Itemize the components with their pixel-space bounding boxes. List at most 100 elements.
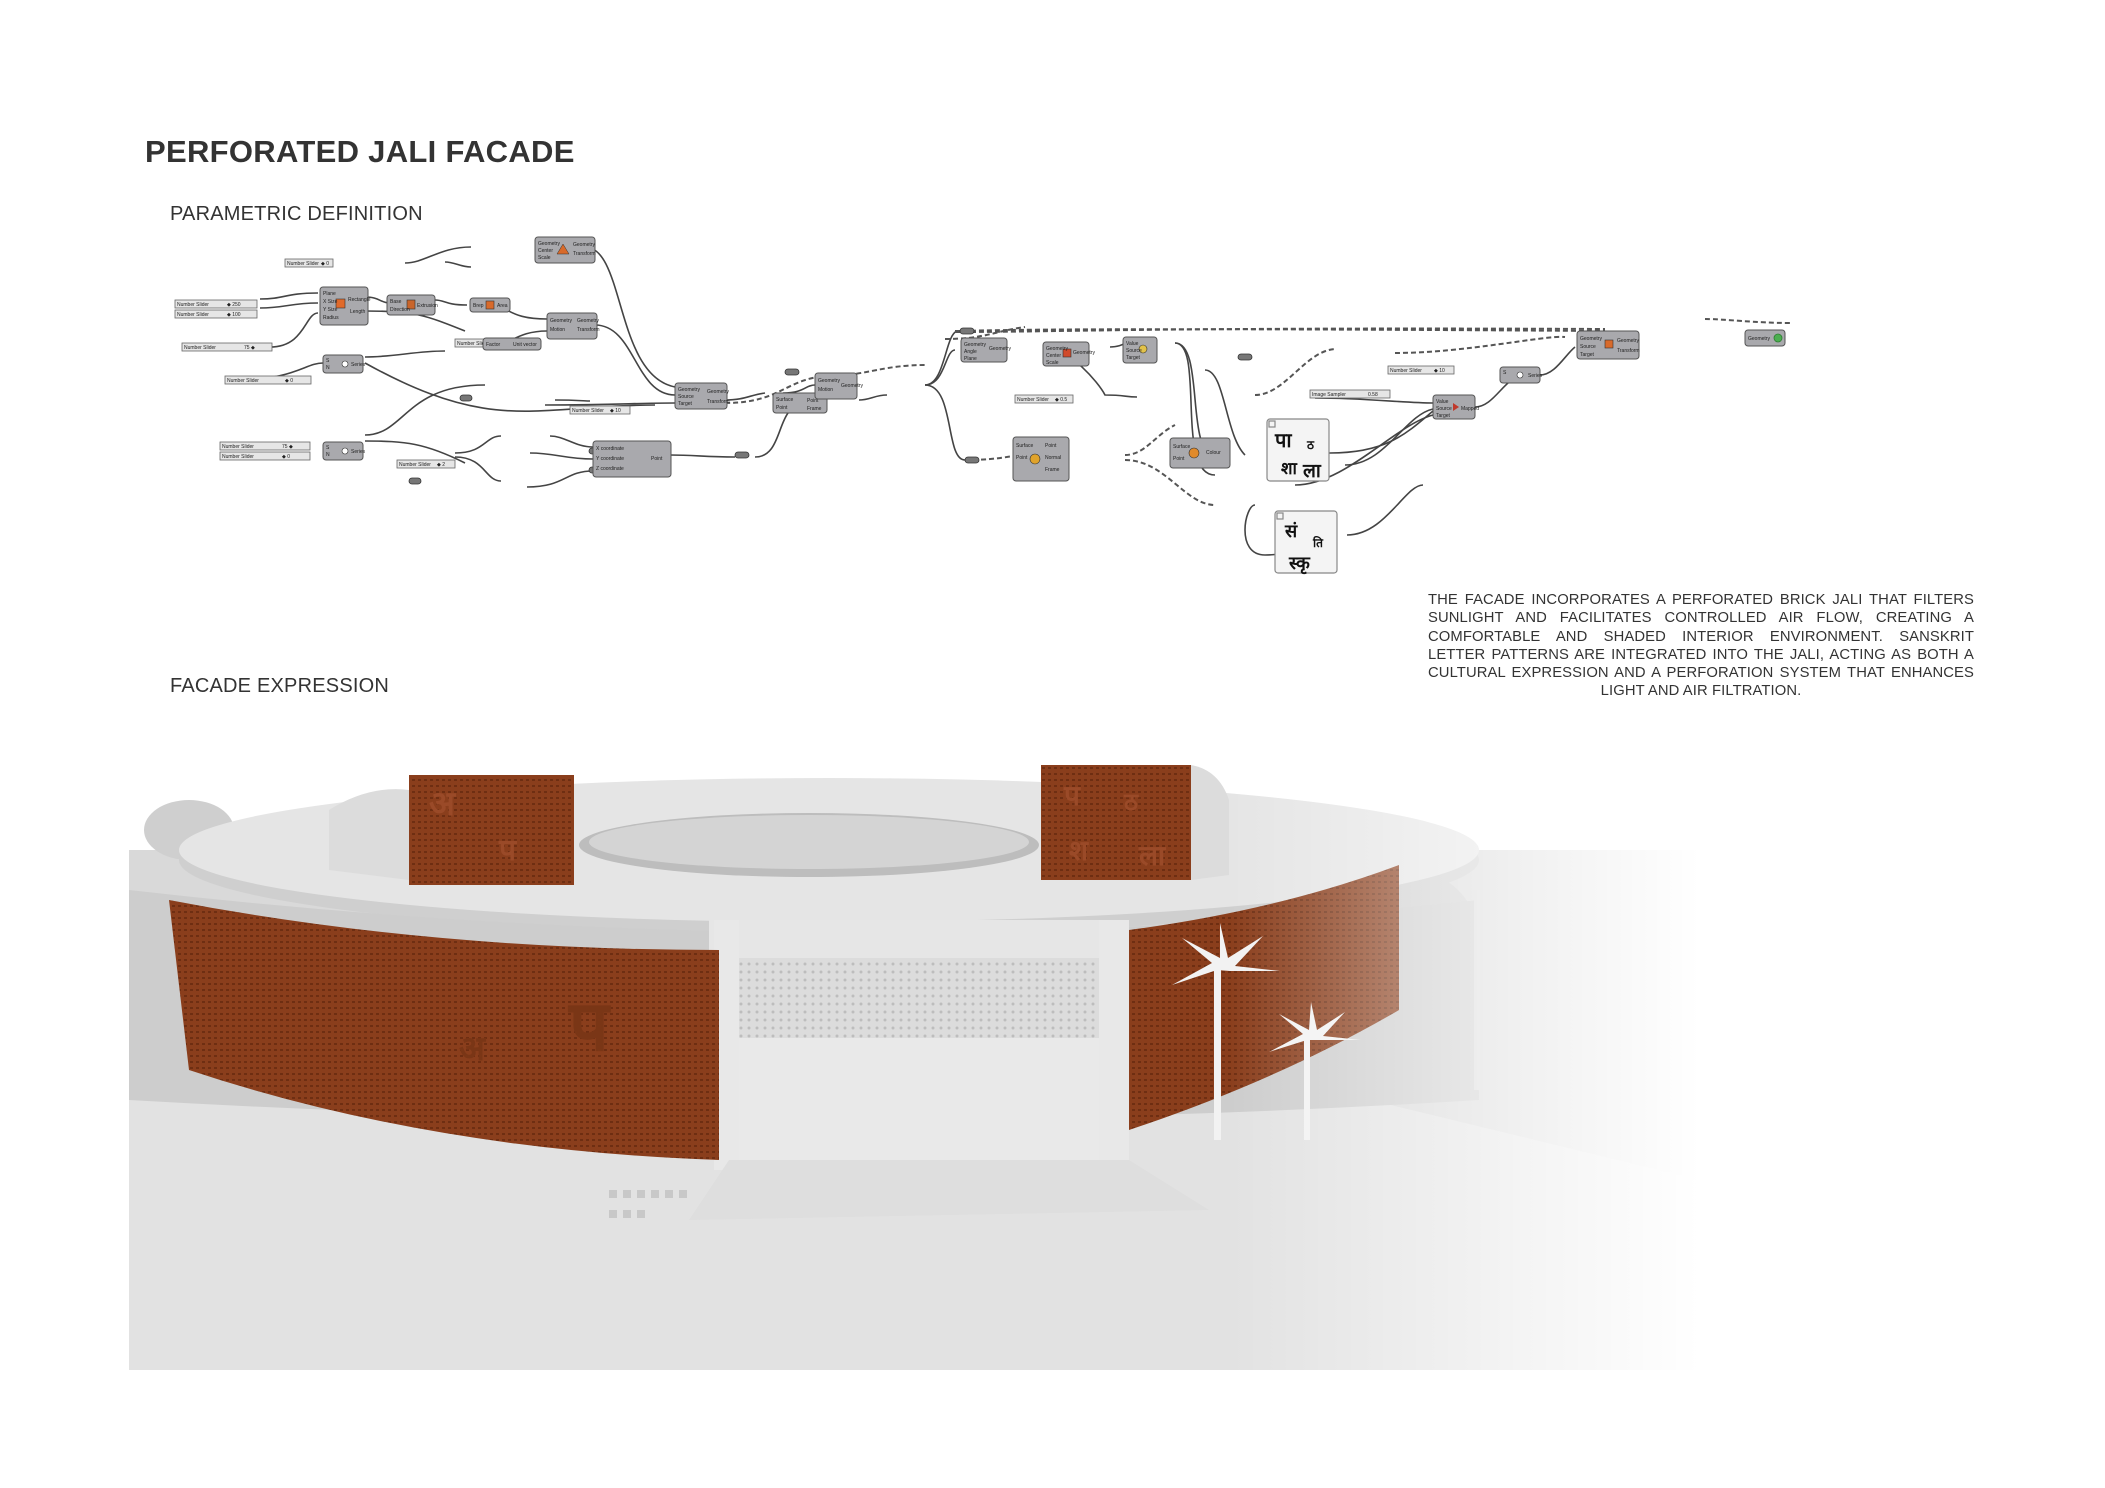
svg-text:75 ◆: 75 ◆ — [282, 444, 293, 450]
number-slider[interactable]: Number Slider◆ 0 — [224, 375, 312, 385]
svg-text:Y Size: Y Size — [323, 307, 338, 313]
component-series[interactable]: S N Series — [322, 441, 366, 461]
render-fade — [129, 760, 1700, 1370]
image-sampler-slider[interactable]: Image Sampler 0.58 — [1309, 389, 1391, 399]
svg-text:Factor: Factor — [486, 342, 501, 348]
number-slider[interactable]: Number Slider◆ 0.5 — [1014, 394, 1074, 404]
svg-text:Geometry: Geometry — [841, 383, 863, 389]
svg-text:Point: Point — [1045, 443, 1057, 449]
svg-text:Geometry: Geometry — [678, 387, 700, 393]
svg-text:Geometry: Geometry — [818, 378, 840, 384]
component-move[interactable]: Geometry Motion Geometry Transform — [546, 312, 600, 340]
number-slider[interactable]: Number Slider ◆ 0 — [219, 451, 311, 461]
svg-text:Target: Target — [1580, 352, 1595, 358]
svg-text:Unit vector: Unit vector — [513, 342, 537, 348]
number-slider[interactable]: Number Slider ◆ 10 — [1387, 365, 1455, 375]
number-slider[interactable]: Number Slider◆ 250 — [174, 299, 258, 309]
svg-text:Direction: Direction — [390, 307, 410, 313]
svg-text:Number Slider: Number Slider — [177, 312, 209, 318]
svg-text:S: S — [326, 358, 330, 364]
svg-text:◆ 0: ◆ 0 — [321, 261, 329, 267]
svg-text:Angle: Angle — [964, 349, 977, 355]
svg-text:◆ 10: ◆ 10 — [1434, 368, 1445, 374]
output-geometry[interactable]: Geometry — [1744, 329, 1786, 347]
section-heading-facade-expression: FACADE EXPRESSION — [170, 675, 390, 697]
component-remap[interactable]: Value Source Target — [1122, 336, 1158, 364]
svg-text:Z coordinate: Z coordinate — [596, 466, 624, 472]
svg-text:Geometry: Geometry — [707, 389, 729, 395]
svg-text:Frame: Frame — [807, 406, 822, 412]
number-slider[interactable]: Number Slider◆ 0 — [284, 258, 334, 268]
svg-text:Source: Source — [1436, 406, 1452, 412]
diagram-wires — [234, 246, 1576, 556]
component-rotate[interactable]: Geometry Angle Plane Geometry — [960, 337, 1011, 363]
svg-text:Image Sampler: Image Sampler — [1312, 392, 1346, 398]
svg-text:Series: Series — [351, 362, 366, 368]
component-area[interactable]: Brep Area — [469, 297, 511, 313]
svg-text:◆ 100: ◆ 100 — [227, 312, 241, 318]
svg-text:N: N — [326, 452, 330, 458]
number-slider[interactable]: Number Slider ◆ 100 — [174, 309, 258, 319]
component-series[interactable]: S Series — [1499, 366, 1543, 384]
component-scale[interactable]: Geometry Center Scale Geometry Transform — [534, 236, 596, 264]
svg-text:◆ 250: ◆ 250 — [227, 302, 241, 308]
letter-pattern-panel[interactable]: सं ति स्कृ — [1274, 510, 1338, 575]
svg-text:Geometry: Geometry — [964, 342, 986, 348]
component-orient[interactable]: Geometry Source Target Geometry Transfor… — [1576, 330, 1640, 360]
svg-text:X coordinate: X coordinate — [596, 446, 624, 452]
number-slider[interactable]: Number Slider 75 ◆ — [181, 342, 273, 352]
svg-text:0.58: 0.58 — [1368, 392, 1378, 398]
svg-text:Number Slider: Number Slider — [222, 444, 254, 450]
number-slider[interactable]: Number Slider 75 ◆ — [219, 441, 311, 451]
component-rectangle[interactable]: Plane X Size Y Size Radius Rectangle Len… — [319, 286, 371, 326]
svg-text:Surface: Surface — [1016, 443, 1033, 449]
svg-text:Transform: Transform — [707, 399, 730, 405]
svg-text:Value: Value — [1126, 341, 1139, 347]
svg-text:Center: Center — [1046, 353, 1061, 359]
component-series[interactable]: S N Series — [322, 354, 366, 374]
diagram-data-wires — [724, 318, 1791, 506]
svg-text:सं: सं — [1284, 521, 1298, 542]
svg-text:Length: Length — [350, 309, 366, 315]
svg-text:Number Slider: Number Slider — [457, 341, 489, 347]
svg-text:75 ◆: 75 ◆ — [244, 345, 255, 351]
svg-text:Number Slider: Number Slider — [1017, 397, 1049, 403]
svg-text:Point: Point — [1173, 456, 1185, 462]
svg-text:Number Slider: Number Slider — [222, 454, 254, 460]
component-orient[interactable]: Geometry Source Target Geometry Transfor… — [674, 382, 730, 410]
svg-text:Series: Series — [1528, 373, 1543, 379]
svg-text:Number Slider: Number Slider — [184, 345, 216, 351]
svg-text:Point: Point — [651, 456, 663, 462]
component-move[interactable]: Geometry Motion Geometry — [814, 372, 863, 400]
letter-pattern-panel[interactable]: पा ठ शा ला — [1266, 418, 1330, 482]
svg-text:Target: Target — [1126, 355, 1141, 361]
svg-text:Number Slider: Number Slider — [1390, 368, 1422, 374]
svg-text:◆ 0: ◆ 0 — [282, 454, 290, 460]
svg-text:Geometry: Geometry — [538, 241, 560, 247]
svg-text:X Size: X Size — [323, 299, 338, 305]
component-construct-point[interactable]: X coordinate Y coordinate Z coordinate P… — [592, 440, 672, 478]
svg-text:Plane: Plane — [323, 291, 336, 297]
svg-text:Geometry: Geometry — [1748, 336, 1770, 342]
svg-text:Target: Target — [1436, 413, 1451, 419]
number-slider[interactable]: Number Slider◆ 10 — [569, 405, 631, 415]
component-extrude[interactable]: Base Direction Extrusion — [386, 294, 438, 316]
svg-text:Mapped: Mapped — [1461, 406, 1479, 412]
svg-text:Target: Target — [678, 401, 693, 407]
svg-text:Center: Center — [538, 248, 553, 254]
svg-text:पा: पा — [1274, 428, 1292, 452]
component-evaluate-surface[interactable]: Surface Point Point Normal Frame — [1012, 436, 1070, 482]
component-remap[interactable]: Value Source Target Mapped — [1432, 394, 1479, 420]
component-scale[interactable]: Geometry Center Scale Geometry — [1042, 341, 1095, 367]
svg-text:Radius: Radius — [323, 315, 339, 321]
component-image-sampler[interactable]: Surface Point Colour — [1169, 437, 1231, 469]
svg-text:Normal: Normal — [1045, 455, 1061, 461]
svg-text:Source: Source — [1580, 344, 1596, 350]
component-unit-z[interactable]: Factor Unit vector — [482, 337, 542, 351]
svg-text:Series: Series — [351, 449, 366, 455]
number-slider[interactable]: Number Slider◆ 2 — [396, 459, 456, 469]
component-evaluate-surface[interactable]: Surface Point Point Frame — [772, 392, 828, 414]
svg-text:Number Slider: Number Slider — [572, 408, 604, 414]
svg-text:Geometry: Geometry — [1046, 346, 1068, 352]
svg-text:Motion: Motion — [550, 327, 565, 333]
